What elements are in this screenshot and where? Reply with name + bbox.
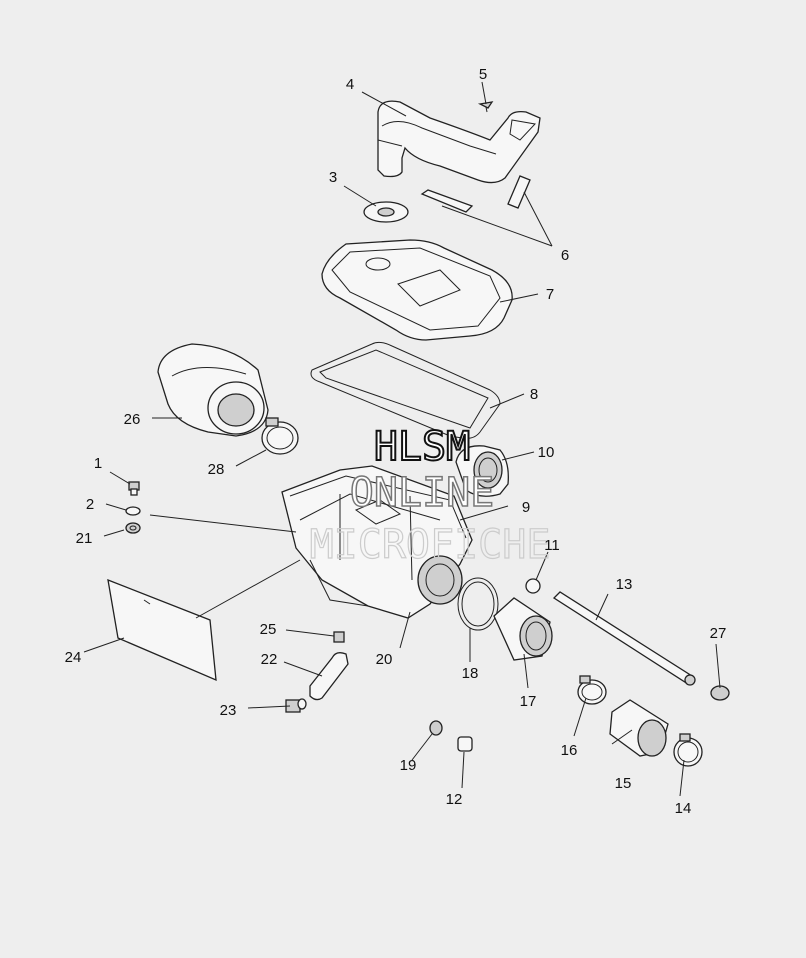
callout-24: 24 xyxy=(65,649,82,666)
part-11-plug xyxy=(525,578,541,594)
callout-12: 12 xyxy=(446,791,463,808)
part-22-drain-hose xyxy=(309,652,349,701)
callout-labels: 1 2 3 4 5 6 7 8 9 10 11 12 13 14 15 16 1… xyxy=(65,66,727,817)
callout-3: 3 xyxy=(329,169,337,186)
watermark: HLSM ONLINE MICROFICHE xyxy=(309,423,551,569)
callout-9: 9 xyxy=(522,499,530,516)
part-18-o-ring xyxy=(457,577,499,631)
callout-23: 23 xyxy=(220,702,237,719)
part-16-clamp xyxy=(577,675,607,705)
callout-4: 4 xyxy=(346,76,354,93)
part-26-air-filter xyxy=(157,343,269,437)
part-24-heat-shield xyxy=(107,578,217,682)
callout-18: 18 xyxy=(462,665,479,682)
part-28-clamp xyxy=(261,417,299,455)
part-17-intake-boot xyxy=(493,597,553,661)
callout-20: 20 xyxy=(376,651,393,668)
part-10-coupler xyxy=(455,445,509,497)
callout-5: 5 xyxy=(479,66,487,83)
callout-27: 27 xyxy=(710,625,727,642)
callout-14: 14 xyxy=(675,800,692,817)
part-25-fitting xyxy=(333,631,345,643)
callout-8: 8 xyxy=(530,386,538,403)
part-14-clamp xyxy=(673,733,703,767)
callout-26: 26 xyxy=(124,411,141,428)
part-12-bushing xyxy=(457,736,473,752)
leader-lines xyxy=(83,81,721,797)
callout-17: 17 xyxy=(520,693,537,710)
part-23-drain-valve xyxy=(285,698,307,713)
watermark-line3: MICROFICHE xyxy=(310,522,551,568)
callout-1: 1 xyxy=(94,455,102,472)
callout-2: 2 xyxy=(86,496,94,513)
part-7-airbox-cover xyxy=(321,239,513,341)
callout-16: 16 xyxy=(561,742,578,759)
part-6-foam-pads xyxy=(420,175,531,213)
callout-7: 7 xyxy=(546,286,554,303)
callout-25: 25 xyxy=(260,621,277,638)
callout-10: 10 xyxy=(538,444,555,461)
part-19-grommet xyxy=(429,720,443,736)
part-15-sleeve xyxy=(609,699,669,757)
part-13-breather-tube xyxy=(552,591,696,686)
callout-22: 22 xyxy=(261,651,278,668)
callout-13: 13 xyxy=(616,576,633,593)
callout-15: 15 xyxy=(615,775,632,792)
watermark-line2: ONLINE xyxy=(350,470,495,516)
part-20-airbox-housing xyxy=(281,465,473,619)
watermark-line1: HLSM xyxy=(374,424,470,470)
part-8-gasket xyxy=(310,341,501,439)
callout-19: 19 xyxy=(400,757,417,774)
callout-11: 11 xyxy=(544,537,560,554)
part-21-washer xyxy=(125,522,141,534)
callout-6: 6 xyxy=(561,247,569,264)
part-1-bolt xyxy=(128,481,140,496)
callout-28: 28 xyxy=(208,461,225,478)
part-2-washer xyxy=(125,506,141,516)
part-3-washer xyxy=(363,201,409,223)
callout-21: 21 xyxy=(76,530,93,547)
part-27-cap xyxy=(710,685,730,701)
part-4-intake-duct xyxy=(377,100,541,184)
